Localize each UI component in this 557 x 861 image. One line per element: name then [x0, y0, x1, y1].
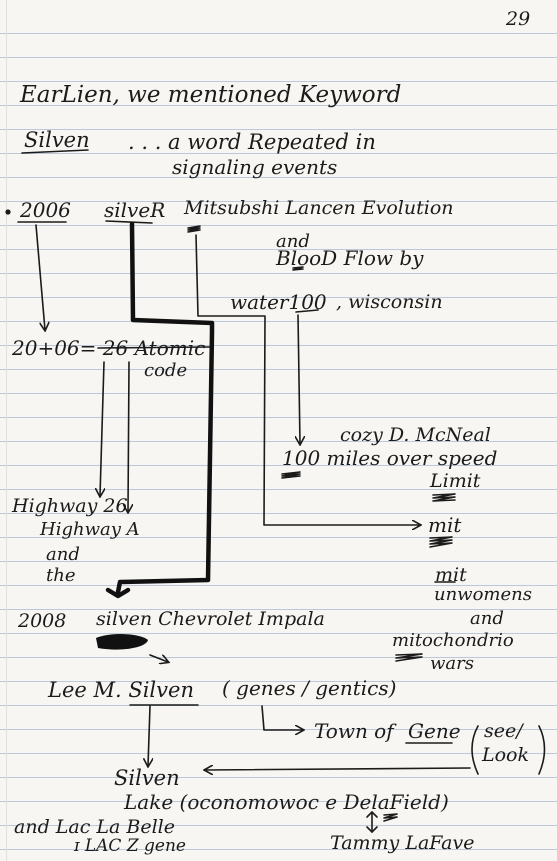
- genes-label: ( genes / gentics): [222, 676, 397, 700]
- mit-2: mit: [435, 564, 467, 586]
- lac-z-gene: ɪ LAC Z gene: [74, 836, 186, 856]
- see-look-2: Look: [482, 744, 530, 766]
- year-2008: 2008: [18, 610, 67, 632]
- mit-unwomens: unwomens: [434, 584, 532, 605]
- lee-silven: Lee M. Silven: [48, 678, 194, 702]
- and-label-1: and: [276, 231, 310, 252]
- mit-1: mit: [428, 513, 462, 537]
- intro-line-1: EarLien, we mentioned Keyword: [20, 82, 402, 108]
- hwy-and: and: [46, 544, 80, 565]
- year-2006: 2006: [20, 198, 71, 222]
- mit-and: and: [470, 608, 504, 629]
- silver-label: silveR: [104, 198, 166, 222]
- keyword-silven: Silven: [24, 128, 90, 152]
- lac-la-belle: and Lac La Belle: [14, 816, 175, 838]
- cozy-mcneal: cozy D. McNeal: [340, 424, 491, 446]
- mitochondrio: mitochondrio: [392, 630, 514, 651]
- water-100: 100: [288, 290, 327, 314]
- town-gene: Gene: [408, 719, 461, 743]
- car-2006: Mitsubshi Lancen Evolution: [184, 197, 454, 219]
- water-word: water: [230, 290, 289, 314]
- car-2008: silven Chevrolet Impala: [96, 608, 325, 630]
- atomic-code: code: [144, 360, 188, 381]
- atomic-equation: 20+06= 26 Atomic: [12, 336, 206, 360]
- highway-26: Highway 26: [12, 495, 128, 517]
- tammy-lafave: Tammy LaFave: [330, 832, 475, 854]
- speed-line-1: 100 miles over speed: [282, 446, 498, 470]
- intro-line-3: signaling events: [172, 155, 338, 179]
- page-number: 29: [506, 8, 531, 30]
- water-label: water100: [230, 292, 327, 312]
- wars: wars: [430, 653, 474, 674]
- town-of: Town of: [314, 719, 394, 743]
- highway-a: Highway A: [40, 519, 140, 540]
- intro-line-2: . . . a word Repeated in: [128, 130, 376, 154]
- hwy-the: the: [46, 565, 76, 586]
- town-label: Town of Gene: [314, 721, 461, 741]
- speed-line-2: Limit: [430, 470, 481, 492]
- wisconsin: , wisconsin: [336, 291, 443, 313]
- see-look-1: see/: [484, 720, 523, 742]
- silven-lake-1: Silven: [114, 766, 180, 790]
- blood-flow: BlooD Flow by: [276, 246, 424, 270]
- silven-lake-2: Lake (oconomowoc e DelaField): [124, 790, 449, 814]
